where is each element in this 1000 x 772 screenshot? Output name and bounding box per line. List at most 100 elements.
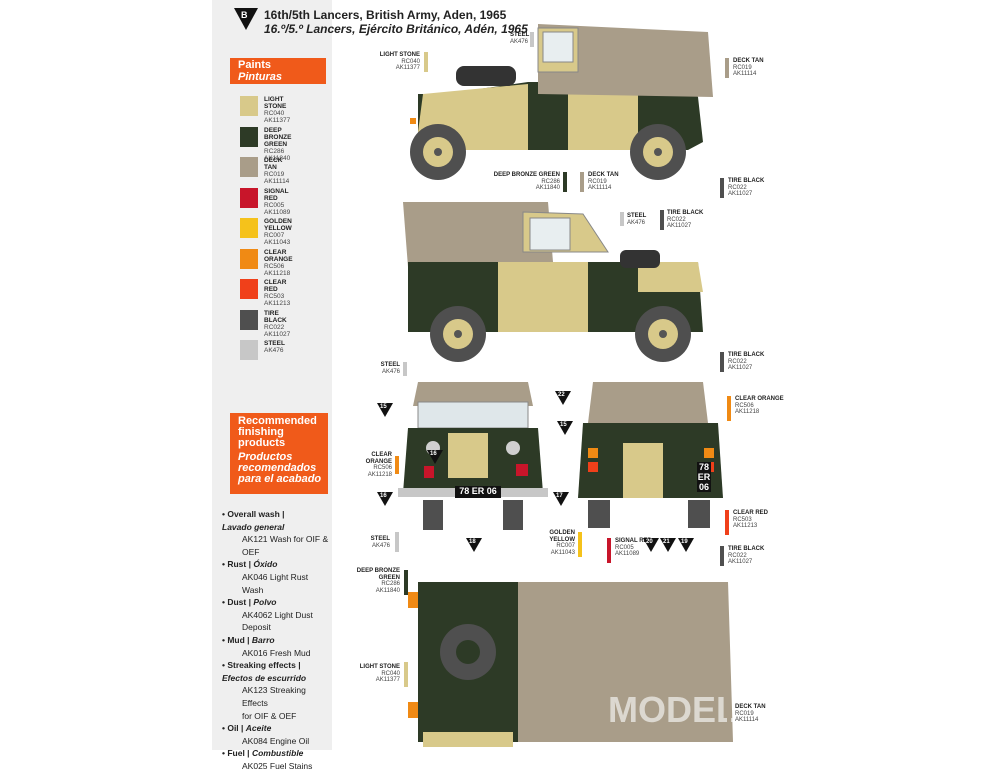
sidebar-panel xyxy=(212,0,332,750)
product-category-es: Polvo xyxy=(253,597,277,608)
callout-name: STEEL xyxy=(370,536,390,542)
callout-name: GOLDEN YELLOW xyxy=(549,530,575,543)
callout-bar xyxy=(725,58,729,78)
product-category-es: Óxido xyxy=(253,559,278,570)
callout-code: RC286 xyxy=(541,178,560,185)
callout-name: TIRE BLACK xyxy=(728,546,765,552)
paint-code: AK11114 xyxy=(264,178,290,185)
product-category: • Oil | xyxy=(222,723,244,734)
paint-name: SIGNAL RED xyxy=(264,187,289,202)
paint-name: TIRE BLACK xyxy=(264,309,287,324)
paint-name: CLEAR ORANGE xyxy=(264,248,293,263)
paint-name: DECK TAN xyxy=(264,157,283,171)
finishing-banner-en: Recommended xyxy=(238,415,317,427)
product-line: AK121 Wash for OIF & OEF xyxy=(242,534,329,557)
paint-swatch xyxy=(240,340,258,360)
title-spanish: 16.º/5.º Lancers, Ejército Británico, Ad… xyxy=(264,22,528,36)
callout-name: DECK TAN xyxy=(733,58,764,64)
callout-code: RC503 xyxy=(733,516,752,523)
callout-code: RC007 xyxy=(556,543,575,549)
callout-name: SIGNAL RED xyxy=(615,538,652,544)
callout-code: AK11089 xyxy=(615,551,640,557)
callout-name: CLEAR ORANGE xyxy=(365,452,392,465)
rear-plate-line: ER xyxy=(697,472,711,482)
callout-code: AK11114 xyxy=(735,717,759,723)
callout-code: RC040 xyxy=(381,670,400,677)
callout-bar xyxy=(563,172,567,192)
decal-number: 21 xyxy=(663,539,670,545)
rear-view xyxy=(578,382,723,528)
callout-name: DEEP BRONZE GREEN xyxy=(493,172,560,178)
paint-name: CLEAR RED xyxy=(264,279,287,293)
paint-code: RC019 xyxy=(264,171,285,178)
paint-code: AK11218 xyxy=(264,269,291,277)
product-line: AK123 Streaking Effects xyxy=(242,685,306,708)
callout-code: RC286 xyxy=(381,581,400,587)
callout-bar xyxy=(620,212,624,226)
finishing-banner: Recommended finishing products Productos… xyxy=(230,413,328,494)
callout-bar xyxy=(727,704,731,724)
product-category-es: Barro xyxy=(251,634,275,645)
decal-number: 15 xyxy=(560,422,567,428)
callout-code: AK11377 xyxy=(395,65,420,71)
paint-code: RC040 xyxy=(264,110,285,117)
vehicle-artwork: MODEL xyxy=(398,24,738,747)
callout-bar xyxy=(660,210,664,230)
paint-code: AK476 xyxy=(264,347,284,354)
callout-code: RC022 xyxy=(728,358,747,365)
callout-code: AK11218 xyxy=(735,409,760,415)
callout-code: AK11027 xyxy=(728,559,753,565)
callout-code: AK476 xyxy=(371,542,390,549)
product-category-es: Lavado general xyxy=(222,521,285,532)
callout-code: RC040 xyxy=(401,58,420,65)
callout-code: RC022 xyxy=(667,216,686,223)
callout-code: RC506 xyxy=(373,465,392,471)
right-side-view xyxy=(403,202,703,362)
decal-number-marker: 15 xyxy=(377,403,393,417)
decal-number-marker: 20 xyxy=(643,538,659,552)
paint-swatch xyxy=(240,126,258,147)
callout-code: AK11114 xyxy=(588,185,612,191)
decal-number-marker: 15 xyxy=(557,421,573,435)
decal-number: 16 xyxy=(380,493,387,499)
callout-name: STEEL xyxy=(510,32,530,38)
finishing-banner-es: Productos xyxy=(238,451,293,463)
callout-name: TIRE BLACK xyxy=(728,352,765,358)
paint-code: RC007 xyxy=(264,232,285,239)
callout-name: CLEAR ORANGE xyxy=(735,396,784,402)
paint-name: GOLDEN YELLOW xyxy=(264,218,292,232)
callout-code: AK476 xyxy=(510,38,529,45)
paint-name: STEEL xyxy=(264,340,285,347)
decal-number: 22 xyxy=(558,392,565,398)
callout-name: CLEAR RED xyxy=(733,510,769,516)
paint-code: AK11043 xyxy=(264,239,291,246)
paint-code: RC286 xyxy=(264,147,285,155)
paints-banner-en: Paints xyxy=(238,59,272,71)
paint-swatch xyxy=(240,157,258,177)
paint-swatch xyxy=(240,279,258,299)
decal-number-marker: 21 xyxy=(660,538,676,552)
callout-code: RC022 xyxy=(728,184,747,191)
decal-number-marker: 18 xyxy=(466,538,482,552)
callout-code: RC005 xyxy=(615,544,634,551)
